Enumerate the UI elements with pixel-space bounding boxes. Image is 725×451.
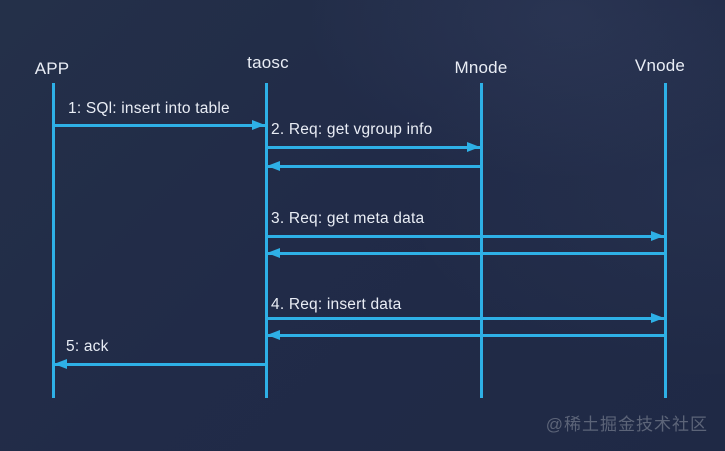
message-5-label: 5: ack — [66, 338, 109, 355]
message-5-arrowhead — [54, 359, 67, 369]
message-4-reply-arrow — [267, 334, 664, 337]
message-4-label: 4. Req: insert data — [271, 296, 402, 313]
participant-label-app: APP — [34, 59, 70, 78]
message-4-reply-arrowhead — [267, 330, 280, 340]
lifeline-vnode — [664, 83, 667, 398]
message-1-label: 1: SQl: insert into table — [68, 100, 230, 117]
message-1-arrow — [54, 124, 265, 127]
message-5-arrow — [54, 363, 265, 366]
message-3-arrowhead — [651, 231, 664, 241]
message-2-arrowhead — [467, 142, 480, 152]
message-2-arrow — [267, 146, 480, 149]
lifeline-mnode — [480, 83, 483, 398]
participant-label-mnode: Mnode — [454, 58, 508, 77]
message-4-arrow — [267, 317, 664, 320]
message-3-arrow — [267, 235, 664, 238]
message-2-label: 2. Req: get vgroup info — [271, 121, 433, 138]
message-1-arrowhead — [252, 120, 265, 130]
lifeline-app — [52, 83, 55, 398]
participant-label-taosc: taosc — [247, 53, 289, 72]
message-2-reply-arrow — [267, 165, 480, 168]
message-4-arrowhead — [651, 313, 664, 323]
message-3-label: 3. Req: get meta data — [271, 210, 425, 227]
watermark: @稀土掘金技术社区 — [545, 415, 708, 434]
message-3-reply-arrow — [267, 252, 664, 255]
participant-label-vnode: Vnode — [634, 56, 686, 75]
lifeline-taosc — [265, 83, 268, 398]
message-2-reply-arrowhead — [267, 161, 280, 171]
message-3-reply-arrowhead — [267, 248, 280, 258]
